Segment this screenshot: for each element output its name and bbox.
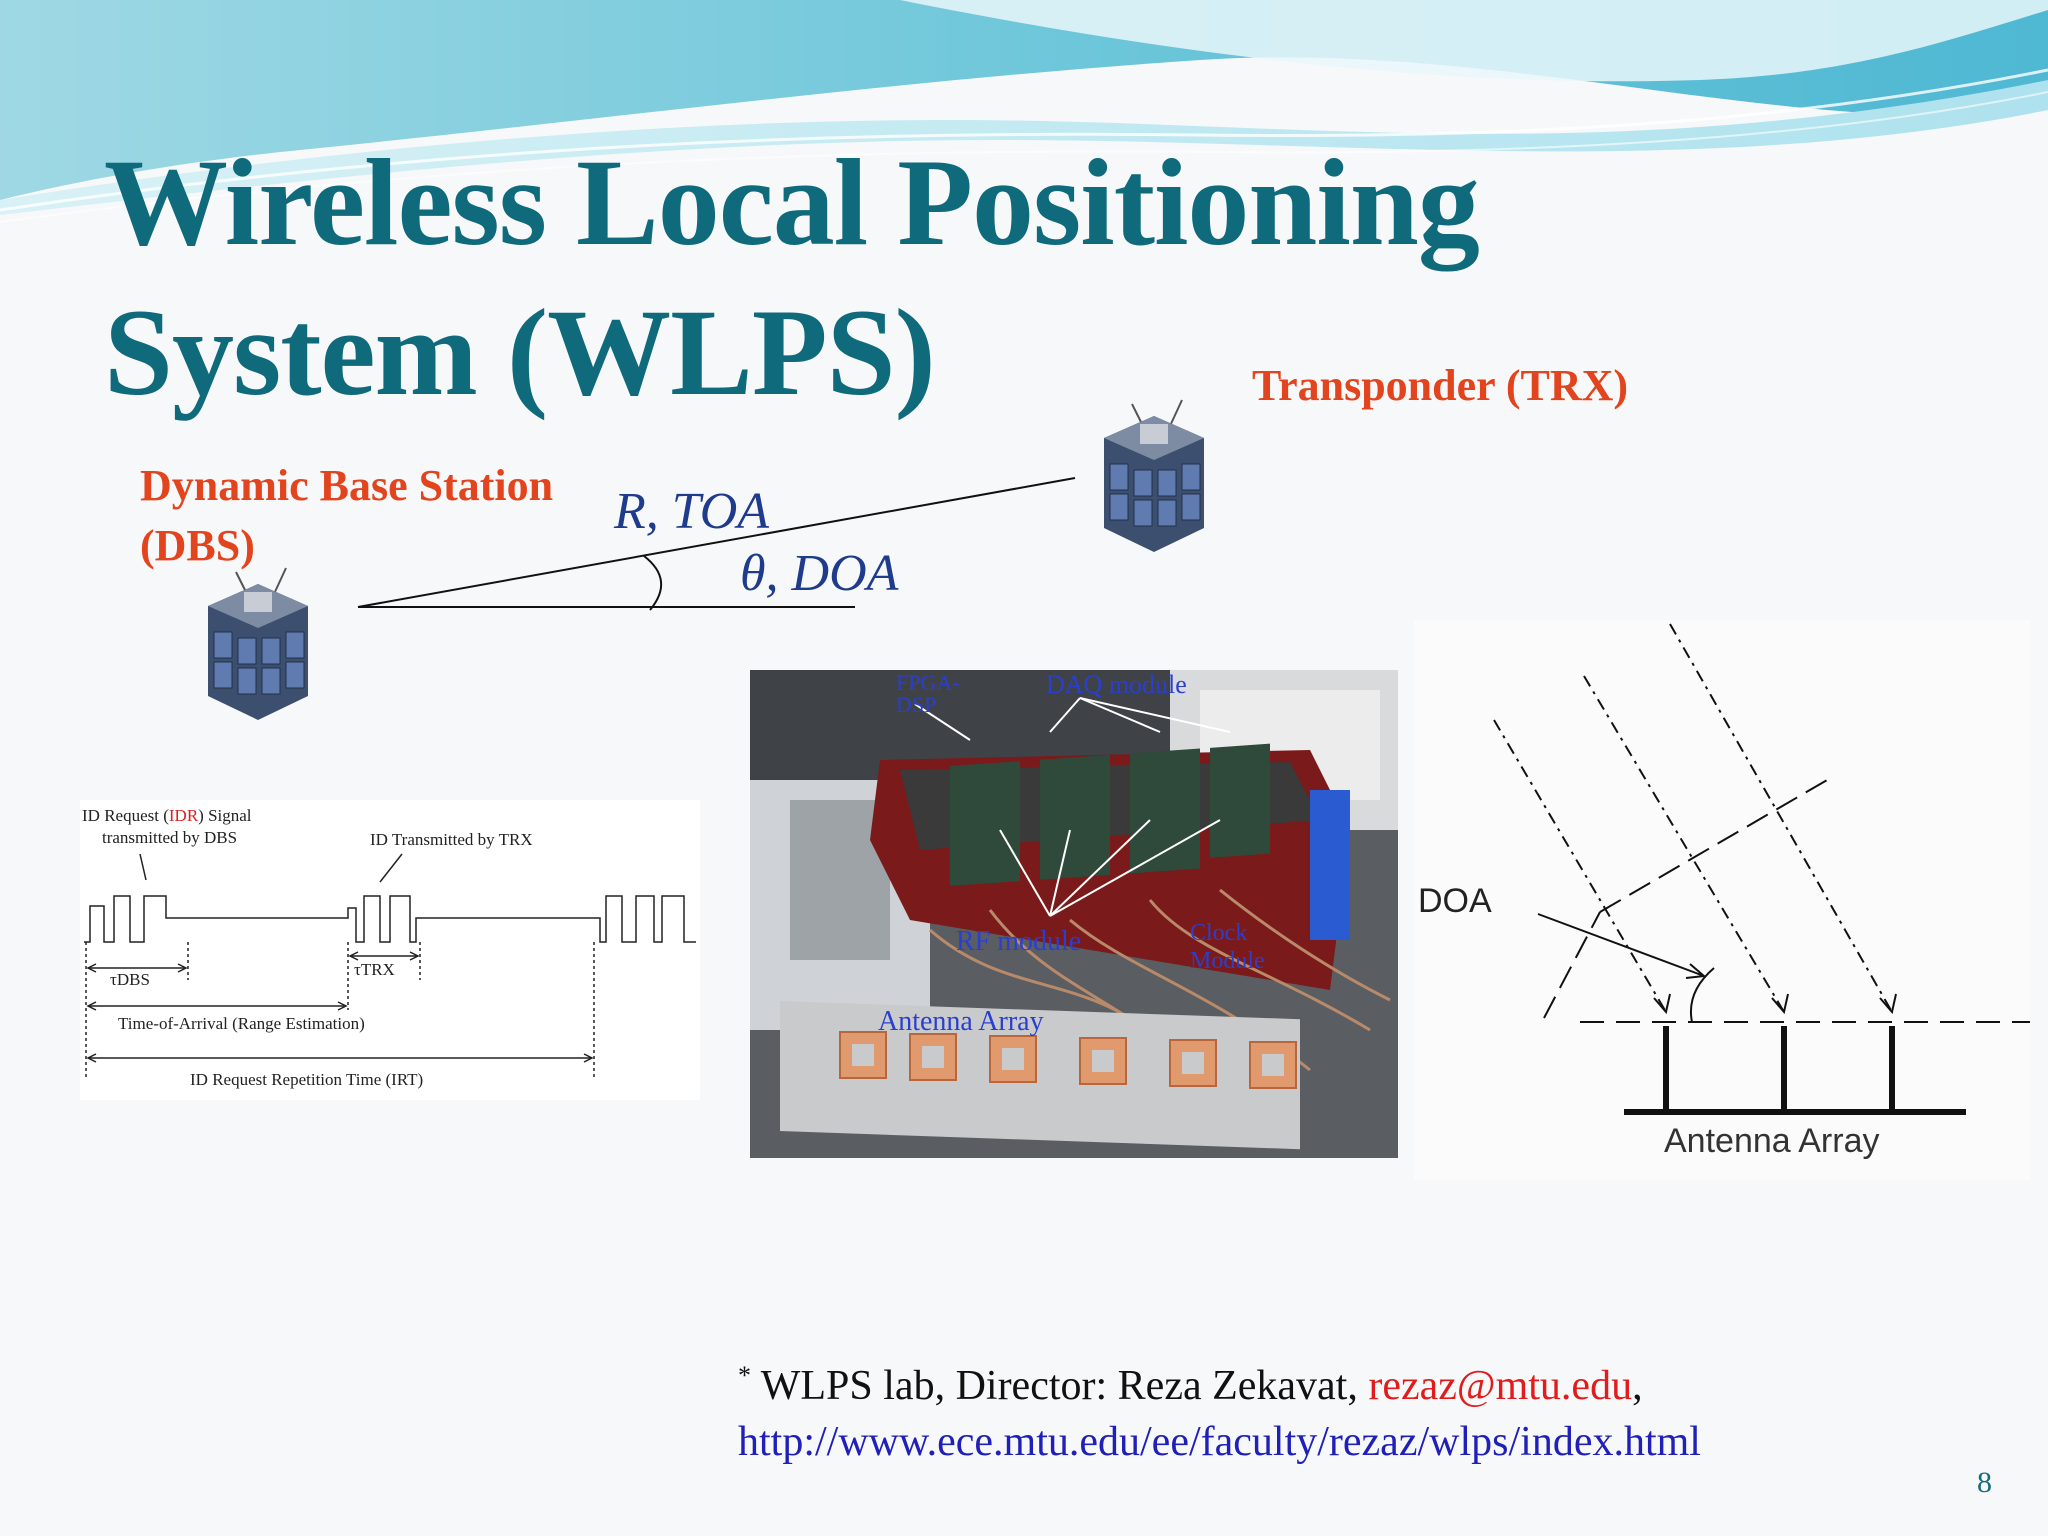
idr-label-line-2: transmitted by DBS <box>102 828 238 847</box>
tau-trx-label: τTRX <box>354 960 395 979</box>
email-link[interactable]: rezaz@mtu.edu <box>1368 1363 1633 1409</box>
doa-diagram: DOA Antenna Array <box>1414 620 2030 1180</box>
hardware-photo: FPGA- DSP DAQ module RF module Clock Mod… <box>750 670 1398 1158</box>
toa-label: Time-of-Arrival (Range Estimation) <box>118 1014 365 1033</box>
title-line-1: Wireless Local Positioning <box>104 134 1480 271</box>
footer-line-1: * WLPS lab, Director: Reza Zekavat, reza… <box>738 1348 1978 1414</box>
transponder-label: Transponder (TRX) <box>1252 361 1629 410</box>
trx-satellite-icon <box>1104 399 1204 552</box>
daq-module-label: DAQ module <box>1046 670 1187 699</box>
header-wave-decoration <box>0 0 2048 223</box>
timing-diagram: ID Request (IDR) Signal transmitted by D… <box>80 800 700 1100</box>
geometry-lines <box>357 477 1076 611</box>
antenna-array-diagram-label: Antenna Array <box>1664 1122 1880 1160</box>
slide-title: Wireless Local Positioning System (WLPS) <box>104 128 1604 428</box>
irt-label: ID Request Repetition Time (IRT) <box>190 1070 424 1089</box>
footer-comma: , <box>1632 1363 1643 1409</box>
idr-label: ID Request (IDR) Signal <box>82 806 252 825</box>
fpga-label: FPGA- <box>896 670 960 695</box>
clock-label-1: Clock <box>1190 920 1248 946</box>
hardware-photo-illustration <box>750 670 1398 1158</box>
dsp-label: DSP <box>896 692 937 717</box>
footer-text: WLPS lab, Director: Reza Zekavat, <box>751 1363 1369 1409</box>
dbs-label-line-2: (DBS) <box>140 521 255 570</box>
id-trx-label: ID Transmitted by TRX <box>370 830 533 849</box>
footnote-star: * <box>738 1361 751 1390</box>
range-toa-label: R, TOA <box>614 483 770 540</box>
antenna-array-photo-label: Antenna Array <box>878 1006 1044 1037</box>
dbs-satellite-icon <box>208 567 308 720</box>
clock-label-2: Module <box>1190 948 1265 974</box>
footer-credit: * WLPS lab, Director: Reza Zekavat, reza… <box>738 1348 1978 1470</box>
rf-module-label: RF module <box>956 926 1082 957</box>
page-number: 8 <box>1977 1466 1992 1499</box>
doa-diagram-lines <box>1493 623 2030 1115</box>
url-link[interactable]: http://www.ece.mtu.edu/ee/faculty/rezaz/… <box>738 1419 1701 1465</box>
tau-dbs-label: τDBS <box>110 970 150 989</box>
doa-label: DOA <box>1418 882 1492 920</box>
dbs-label-line-1: Dynamic Base Station <box>140 461 554 510</box>
title-line-2: System (WLPS) <box>104 284 936 421</box>
theta-doa-label: θ, DOA <box>740 545 899 602</box>
pulse-waveform <box>84 853 696 1080</box>
